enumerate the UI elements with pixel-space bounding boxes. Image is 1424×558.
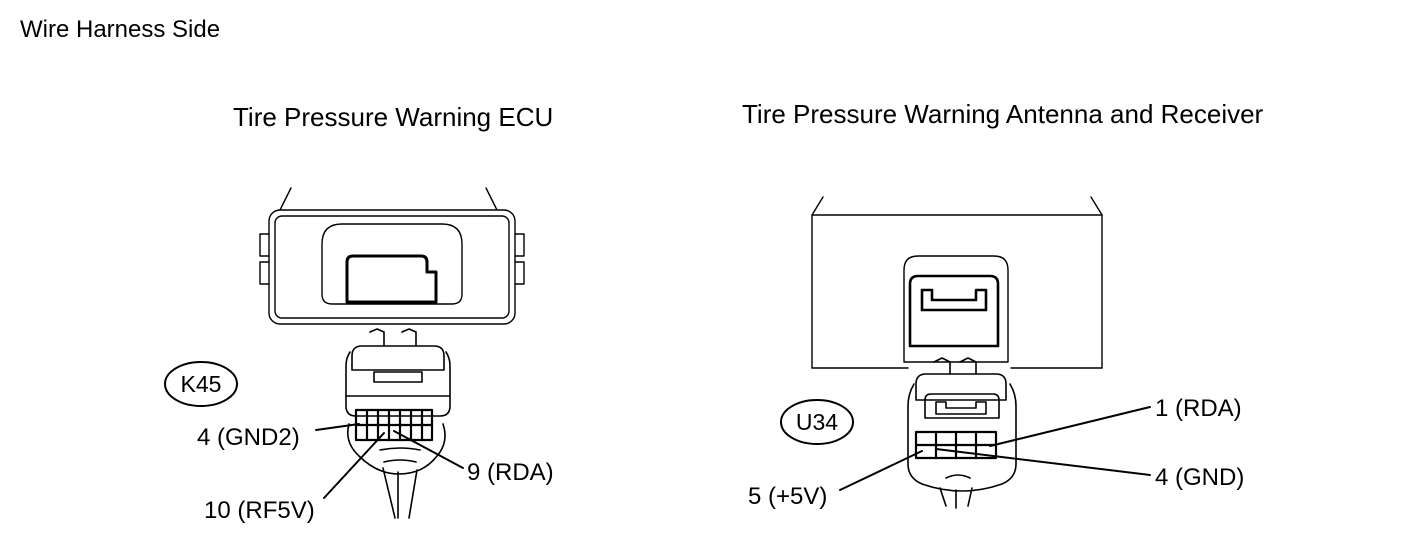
- ecu-plug: [345, 328, 451, 519]
- ecu-pin-9-label: 9 (RDA): [467, 459, 554, 486]
- ecu-receptacle: [345, 254, 438, 304]
- ecu-housing: [259, 187, 525, 325]
- ecu-pin-4-leader: [315, 423, 360, 431]
- antenna-connector-code: U34: [796, 409, 838, 435]
- antenna-pin-5-leader: [839, 450, 923, 491]
- antenna-pin-4-leader: [935, 448, 1151, 476]
- ecu-pin-9-leader: [393, 430, 464, 469]
- antenna-pin-5-label: 5 (+5V): [748, 483, 828, 510]
- antenna-connector-code-oval: [780, 399, 854, 445]
- ecu-terminal-grid: [354, 408, 434, 442]
- ecu-pin-10-leader: [323, 432, 385, 499]
- ecu-pin-10-label: 10 (RF5V): [204, 497, 315, 524]
- page-title: Wire Harness Side: [20, 16, 221, 43]
- antenna-pin-1-leader: [989, 406, 1151, 447]
- antenna-pin-4-label: 4 (GND): [1155, 464, 1245, 491]
- antenna-pin-1-label: 1 (RDA): [1155, 395, 1242, 422]
- ecu-connector-code: K45: [181, 371, 222, 397]
- ecu-connector-code-oval: [164, 361, 238, 407]
- ecu-pin-4-label: 4 (GND2): [197, 424, 300, 451]
- antenna-receptacle: [908, 274, 1000, 348]
- antenna-connector-title: Tire Pressure Warning Antenna and Receiv…: [742, 99, 1264, 129]
- antenna-plug: [907, 357, 1017, 509]
- ecu-connector-title: Tire Pressure Warning ECU: [233, 102, 554, 132]
- antenna-housing: [811, 196, 1103, 369]
